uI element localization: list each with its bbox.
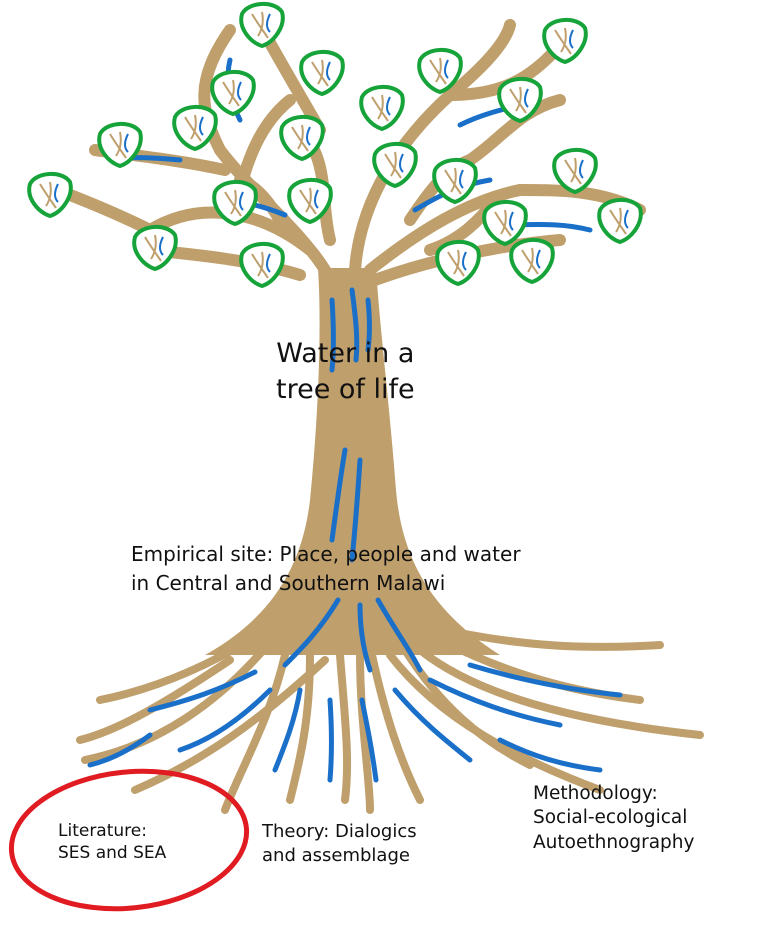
leaf-2	[301, 52, 343, 94]
empirical-line-2: in Central and Southern Malawi	[131, 569, 521, 598]
methodology-label: Methodology: Social-ecological Autoethno…	[533, 782, 694, 855]
methodology-line-1: Methodology:	[533, 782, 694, 806]
root-9	[455, 632, 660, 647]
leaf-11	[361, 87, 403, 129]
methodology-line-3: Autoethnography	[533, 831, 694, 855]
water-streak-12	[330, 700, 332, 780]
root-5	[340, 655, 347, 800]
leaf-22	[599, 200, 641, 242]
theory-line-2: and assemblage	[262, 844, 417, 868]
leaf-19	[484, 202, 526, 244]
leaf-4	[174, 107, 216, 149]
methodology-line-2: Social-ecological	[533, 806, 694, 830]
theory-label: Theory: Dialogics and assemblage	[262, 820, 417, 868]
branch-14	[240, 100, 290, 190]
empirical-line-1: Empirical site: Place, people and water	[131, 540, 521, 569]
leaf-9	[241, 244, 283, 286]
tree-leaves	[29, 4, 641, 286]
leaf-20	[511, 240, 553, 282]
empirical-site-label: Empirical site: Place, people and water …	[131, 540, 521, 598]
diagram-title: Water in a tree of life	[276, 336, 415, 409]
leaf-1	[241, 4, 283, 46]
title-line-2: tree of life	[276, 372, 415, 408]
leaf-21	[437, 242, 479, 284]
literature-line-1: Literature:	[58, 820, 166, 842]
title-line-1: Water in a	[276, 336, 415, 372]
leaf-7	[134, 227, 176, 269]
literature-label: Literature: SES and SEA	[58, 820, 166, 865]
leaf-3	[212, 72, 254, 114]
leaf-6	[29, 174, 71, 216]
literature-line-2: SES and SEA	[58, 842, 166, 864]
theory-line-1: Theory: Dialogics	[262, 820, 417, 844]
